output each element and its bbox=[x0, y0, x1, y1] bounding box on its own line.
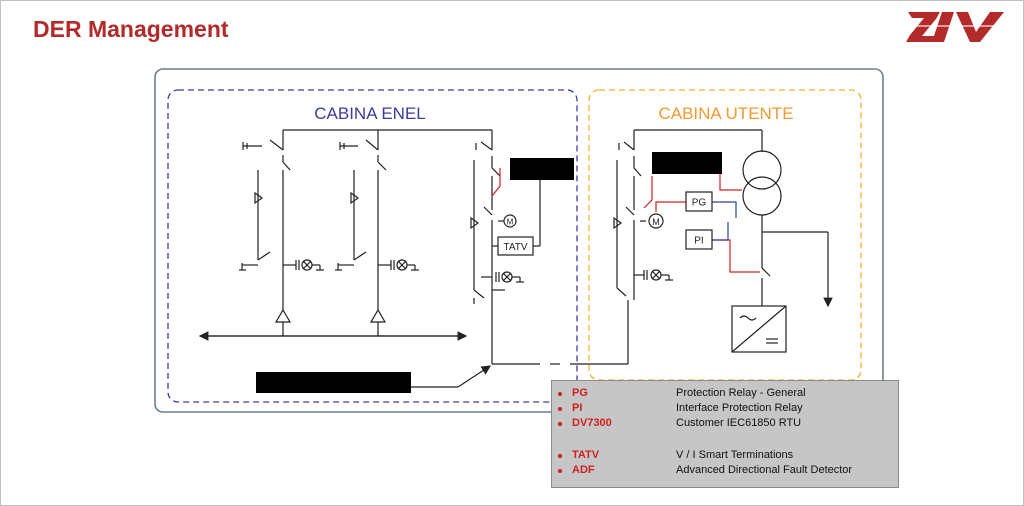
pg-device: PG bbox=[685, 191, 713, 212]
page-title: DER Management bbox=[33, 16, 229, 42]
cabina-enel-label: CABINA ENEL bbox=[314, 104, 426, 123]
bullet-icon bbox=[558, 407, 562, 411]
bullet-icon bbox=[558, 469, 562, 473]
svg-text:M: M bbox=[652, 217, 660, 227]
bullet-icon bbox=[558, 422, 562, 426]
legend-row-pg: PG Protection Relay - General bbox=[552, 387, 898, 401]
legend-abbr: PG bbox=[572, 387, 588, 399]
cabina-enel-box bbox=[167, 89, 578, 403]
svg-text:PG: PG bbox=[692, 198, 707, 209]
pi-device: PI bbox=[685, 229, 713, 250]
legend-abbr: TATV bbox=[572, 449, 600, 461]
redacted-device-enel bbox=[510, 158, 574, 180]
transformer bbox=[742, 130, 833, 308]
legend-row-pi: PI Interface Protection Relay bbox=[552, 402, 898, 416]
motor-enel: M bbox=[503, 214, 517, 228]
ziv-logo bbox=[906, 12, 1008, 42]
legend-abbr: ADF bbox=[572, 464, 595, 476]
legend-panel: PG Protection Relay - General PI Interfa… bbox=[551, 380, 899, 488]
cabina-utente-label: CABINA UTENTE bbox=[658, 104, 793, 123]
utente-feeder bbox=[613, 129, 762, 300]
bullet-icon bbox=[558, 454, 562, 458]
legend-desc: Customer IEC61850 RTU bbox=[676, 417, 802, 429]
bullet-icon bbox=[558, 392, 562, 396]
svg-text:PI: PI bbox=[694, 236, 703, 247]
legend-abbr: PI bbox=[572, 402, 583, 414]
redacted-callout-label bbox=[256, 372, 411, 393]
tatv-device: TATV bbox=[497, 236, 534, 256]
svg-text:M: M bbox=[507, 218, 514, 227]
feeder-3 bbox=[470, 130, 541, 364]
inverter bbox=[731, 305, 787, 353]
cabina-utente-box bbox=[588, 89, 862, 381]
legend-desc: Advanced Directional Fault Detector bbox=[676, 464, 853, 476]
feeder-2 bbox=[335, 130, 419, 336]
legend-desc: Interface Protection Relay bbox=[676, 402, 803, 414]
legend-desc: Protection Relay - General bbox=[676, 387, 806, 399]
legend-desc: V / I Smart Terminations bbox=[676, 449, 794, 461]
feeder-1 bbox=[239, 130, 324, 336]
legend-row-dv7300: DV7300 Customer IEC61850 RTU bbox=[552, 417, 898, 431]
motor-utente: M bbox=[648, 213, 664, 229]
redacted-device-utente bbox=[652, 152, 722, 174]
legend-row-adf: ADF Advanced Directional Fault Detector bbox=[552, 464, 898, 478]
legend-abbr: DV7300 bbox=[572, 417, 612, 429]
legend-row-tatv: TATV V / I Smart Terminations bbox=[552, 449, 898, 463]
svg-text:TATV: TATV bbox=[503, 242, 527, 253]
